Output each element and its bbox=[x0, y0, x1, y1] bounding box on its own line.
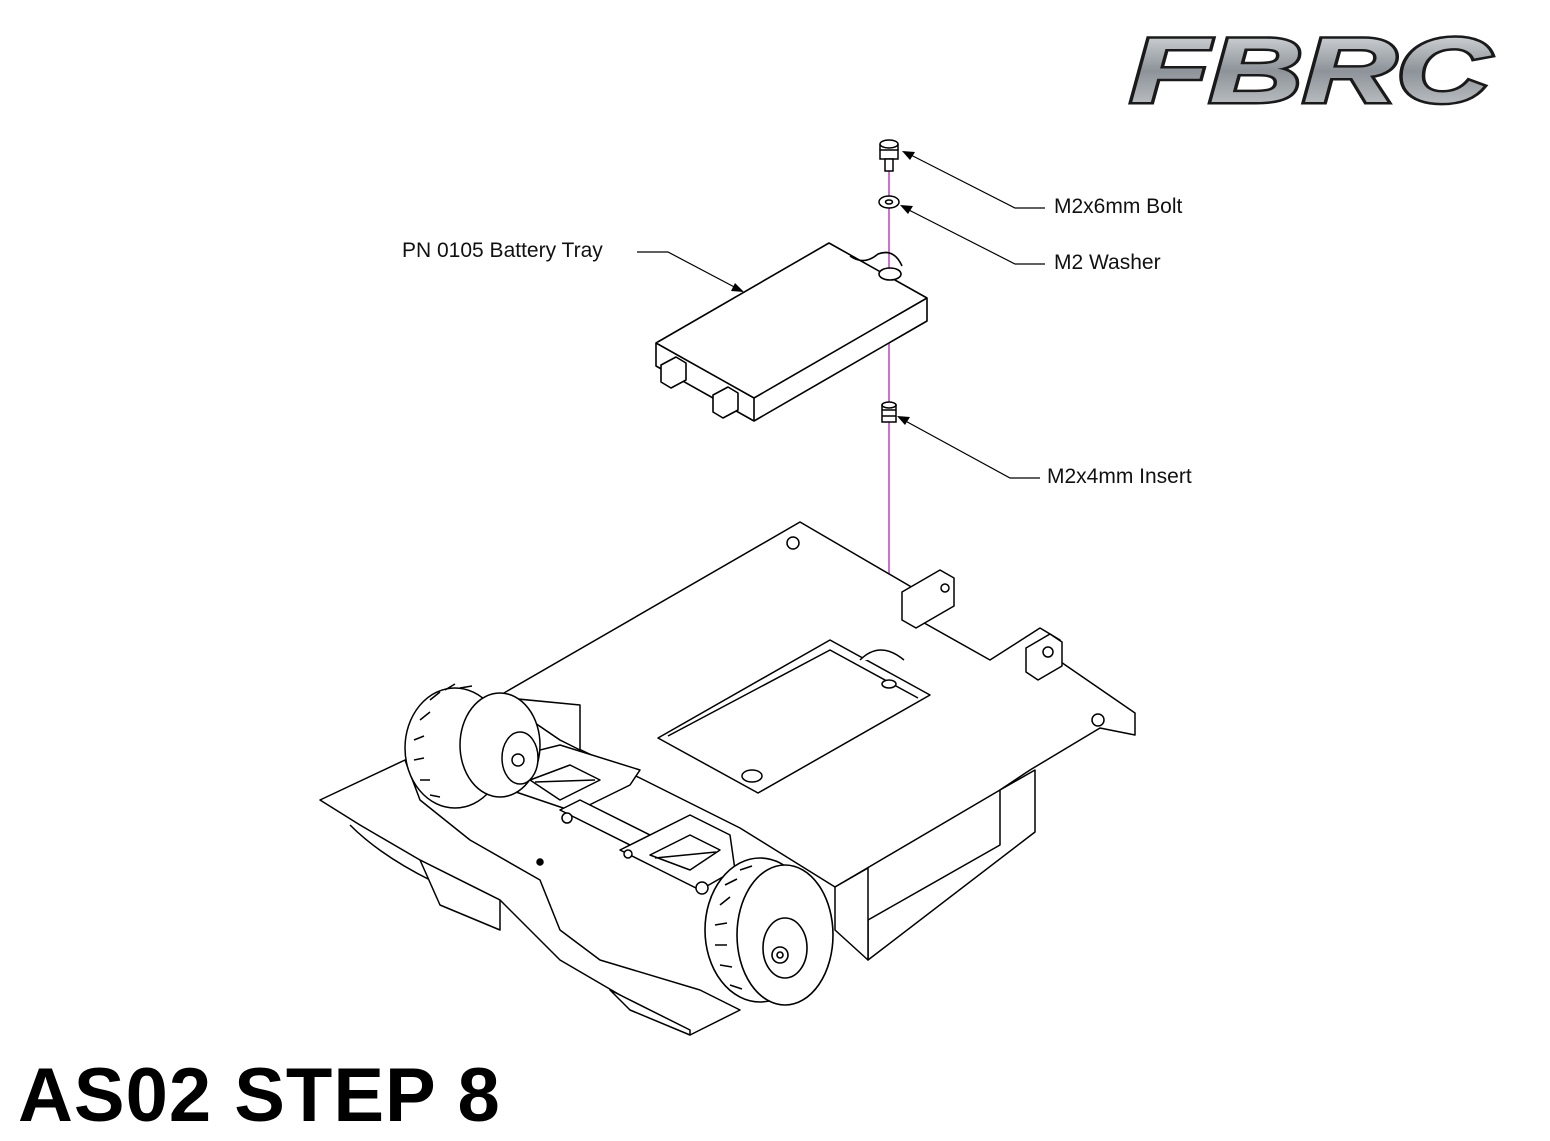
leader-lines bbox=[637, 151, 1045, 479]
bolt-part bbox=[879, 139, 899, 172]
bolt-callout-label: M2x6mm Bolt bbox=[1054, 195, 1183, 218]
step-title: AS02 STEP 8 bbox=[18, 1053, 501, 1138]
suspension-part bbox=[490, 744, 736, 895]
washer-callout-label: M2 Washer bbox=[1054, 251, 1161, 274]
svg-text:FBRC: FBRC bbox=[1130, 20, 1492, 122]
rear-wheel-part bbox=[704, 857, 834, 1006]
insert-callout-label: M2x4mm Insert bbox=[1047, 465, 1192, 488]
battery-tray-callout-label: PN 0105 Battery Tray bbox=[402, 239, 603, 262]
leader-battery-tray bbox=[637, 251, 741, 291]
front-wheel-part bbox=[404, 683, 541, 809]
battery-tray-part bbox=[655, 242, 928, 422]
leader-bolt bbox=[904, 151, 1045, 209]
fbrc-logo: FBRC bbox=[1128, 18, 1495, 125]
insert-part bbox=[881, 401, 897, 423]
leader-insert bbox=[899, 417, 1040, 479]
washer-part bbox=[878, 195, 900, 209]
leader-washer bbox=[902, 206, 1045, 265]
chassis-part bbox=[319, 521, 1136, 1036]
